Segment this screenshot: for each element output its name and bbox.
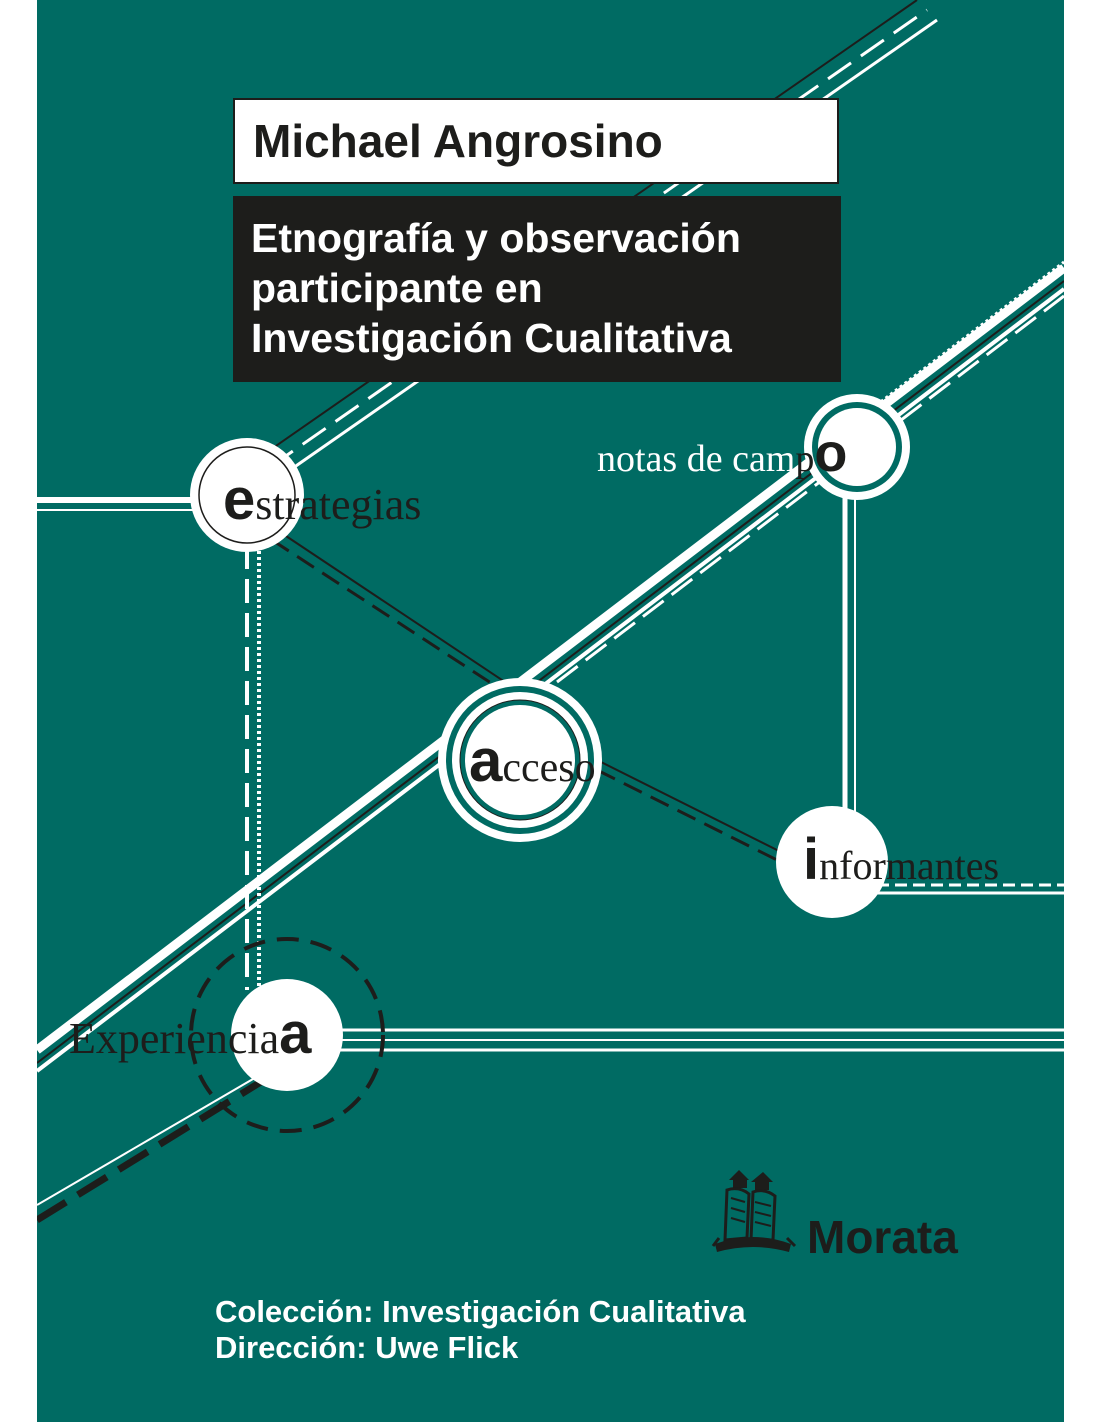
book-title-line-2: participante en (251, 265, 543, 311)
keyword-initial: o (814, 423, 848, 483)
author-name: Michael Angrosino (253, 115, 663, 167)
keyword-tail: p (795, 438, 815, 480)
keyword-rest: nformantes (819, 843, 1000, 888)
keyword-initial: i (803, 827, 820, 892)
keyword-experiencia: Experienciaa (69, 1000, 311, 1067)
keyword-lead: notas de cam (597, 438, 796, 480)
keyword-initial: a (469, 727, 503, 794)
keyword-notas-de-campo: notas de campo (597, 422, 847, 484)
keyword-informantes: informantes (803, 826, 999, 893)
keyword-rest: strategias (255, 480, 422, 529)
keyword-rest: cceso (502, 745, 596, 791)
keyword-acceso: acceso (469, 726, 596, 795)
cover-line-art (37, 0, 1064, 1223)
book-cover: Michael Angrosino Etnografía y observaci… (37, 0, 1064, 1422)
direction-line: Dirección: Uwe Flick (215, 1330, 519, 1365)
author-box: Michael Angrosino (233, 98, 839, 184)
book-title-line-1: Etnografía y observación (251, 215, 741, 261)
title-box: Etnografía y observación participante en… (233, 196, 841, 382)
keyword-initial: a (279, 1001, 312, 1066)
keyword-lead: Experiencia (69, 1014, 280, 1063)
morata-publisher-logo-icon (711, 1170, 797, 1252)
book-title-line-3: Investigación Cualitativa (251, 315, 732, 361)
keyword-initial: e (223, 467, 256, 532)
publisher-name: Morata (807, 1211, 958, 1263)
keyword-estrategias: estrategias (223, 466, 421, 533)
collection-line: Colección: Investigación Cualitativa (215, 1294, 746, 1329)
